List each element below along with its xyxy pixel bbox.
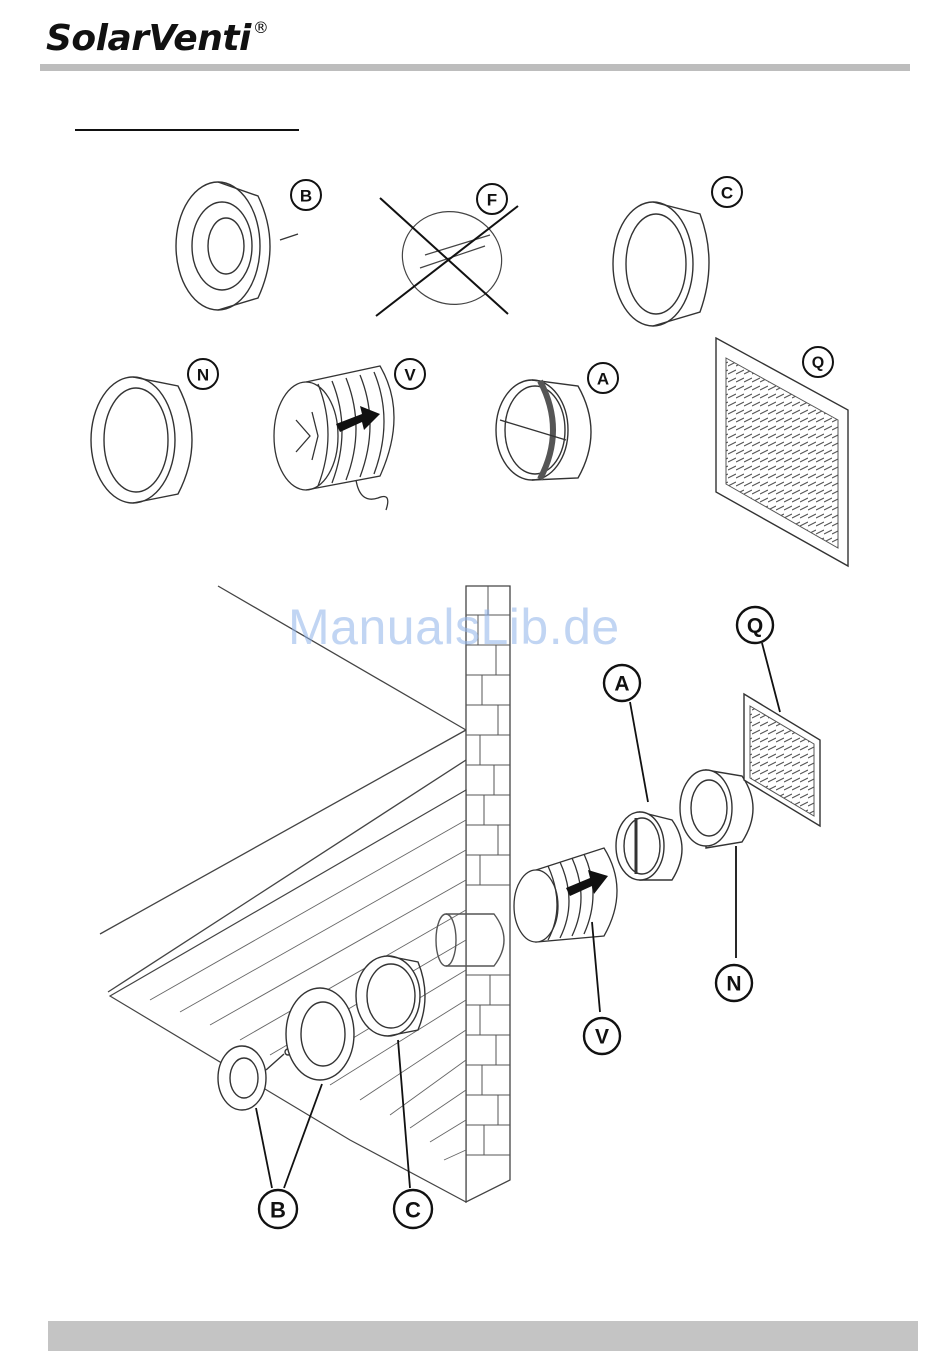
assembly-v-label: V bbox=[584, 1018, 620, 1054]
part-q-label: Q bbox=[803, 347, 833, 377]
part-c-label: C bbox=[712, 177, 742, 207]
brick-wall bbox=[110, 586, 510, 1202]
watermark: ManualsLib.de bbox=[288, 598, 620, 656]
assembly-q-grille bbox=[744, 694, 820, 826]
part-a-letter: A bbox=[597, 370, 609, 389]
part-b-inner-cover bbox=[176, 182, 298, 310]
assembly-a-label: A bbox=[604, 665, 640, 701]
part-n-sleeve bbox=[91, 377, 192, 503]
assembly-b-label: B bbox=[259, 1190, 297, 1228]
part-n-label: N bbox=[188, 359, 218, 389]
part-a-backflow-damper bbox=[496, 380, 591, 480]
airflow-arrow-icon bbox=[336, 406, 380, 432]
part-n-letter: N bbox=[197, 366, 209, 385]
part-c-sleeve-ring bbox=[613, 202, 709, 326]
assembly-q-letter: Q bbox=[747, 615, 763, 638]
part-v-letter: V bbox=[404, 366, 416, 385]
assembly-a-damper bbox=[616, 812, 682, 880]
assembly-a-letter: A bbox=[614, 673, 629, 696]
part-c-letter: C bbox=[721, 184, 733, 203]
part-b-label: B bbox=[291, 180, 321, 210]
part-f-label: F bbox=[477, 184, 507, 214]
assembly-v-letter: V bbox=[595, 1026, 609, 1049]
assembly-b-letter: B bbox=[270, 1198, 286, 1223]
part-q-letter: Q bbox=[812, 355, 824, 372]
assembly-n-label: N bbox=[716, 965, 752, 1001]
assembly-v-fan bbox=[514, 848, 617, 942]
part-v-fan bbox=[274, 366, 394, 510]
strike-cross-icon bbox=[376, 198, 518, 316]
part-f-letter: F bbox=[487, 191, 497, 210]
assembly-q-label: Q bbox=[737, 607, 773, 643]
assembly-c-label: C bbox=[394, 1190, 432, 1228]
part-v-label: V bbox=[395, 359, 425, 389]
part-b-letter: B bbox=[300, 187, 312, 206]
footer-bar bbox=[48, 1321, 918, 1351]
assembly-n-letter: N bbox=[726, 973, 741, 996]
assembly-n-sleeve bbox=[680, 770, 753, 848]
part-a-label: A bbox=[588, 363, 618, 393]
assembly-c-letter: C bbox=[405, 1198, 421, 1223]
